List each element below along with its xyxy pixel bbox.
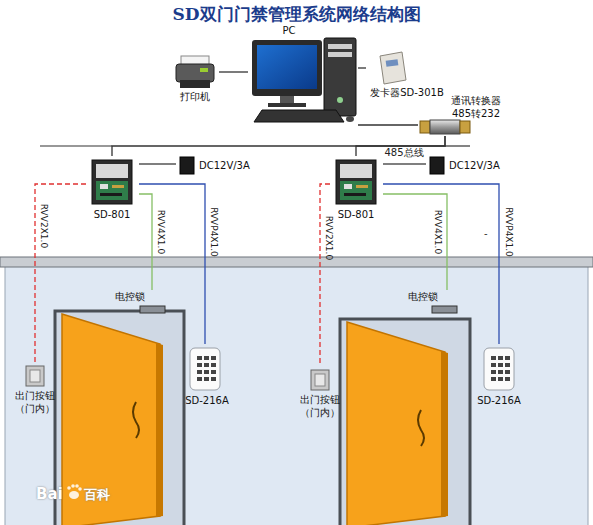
lock-icon — [140, 306, 165, 313]
watermark: 百科 — [84, 486, 110, 504]
device-box: 打印机 — [172, 54, 219, 104]
cable-label: RVV2X1.0 — [39, 204, 49, 248]
device-label: SD-216A — [476, 394, 522, 407]
power-icon — [430, 157, 444, 174]
button-box: 出门按钮 （门内） — [9, 362, 62, 420]
exit-button-icon — [26, 366, 44, 386]
cable-line — [139, 194, 152, 290]
printer-icon — [176, 56, 214, 88]
lock-box: 电控锁 — [108, 290, 168, 316]
lock-icon — [432, 306, 457, 313]
lock-box: 电控锁 — [401, 290, 461, 316]
cable-line — [139, 163, 176, 164]
card-issuer-icon — [380, 52, 406, 84]
cable-label: RVVP4X1.0 — [504, 207, 514, 257]
reader-icon — [484, 348, 514, 390]
diagram-title: SD双门门禁管理系统网络结构图 — [0, 3, 593, 26]
device-label: PC — [248, 24, 330, 37]
device-label: 通讯转换器 485转232 — [445, 94, 507, 120]
controller-icon — [92, 160, 132, 204]
device-label: 发卡器SD-301B — [366, 86, 448, 99]
bus-line — [445, 145, 470, 146]
device-label: 出门按钮 （门内） — [294, 393, 346, 419]
power-box: DC12V/3A — [426, 154, 507, 176]
reader-box: SD-216A — [184, 344, 231, 408]
watermark-logo — [67, 484, 82, 499]
cable-line — [358, 124, 418, 125]
reader-box: SD-216A — [476, 344, 523, 408]
device-label: 打印机 — [172, 90, 218, 103]
device-label: DC12V/3A — [449, 159, 506, 172]
button-box: 出门按钮 （门内） — [294, 366, 347, 424]
cable-label: RVV4X1.0 — [156, 210, 166, 254]
bus-line — [40, 145, 112, 146]
reader-icon — [190, 348, 220, 390]
cable-line — [139, 184, 205, 344]
device-box: 通讯转换器 485转232 — [418, 94, 508, 136]
cable-line — [358, 67, 366, 68]
wall — [0, 257, 593, 267]
stray-mark: - — [484, 228, 488, 239]
door — [55, 311, 184, 525]
power-box: DC12V/3A — [176, 154, 257, 176]
cable-line — [219, 71, 248, 72]
device-label: SD-801 — [330, 208, 382, 221]
cable-line — [320, 184, 330, 366]
cable-label: RVV2X1.0 — [324, 216, 334, 260]
device-label: 电控锁 — [401, 290, 445, 303]
watermark: Bai — [36, 485, 63, 503]
controller-box: SD-801 — [86, 156, 139, 222]
device-label: SD-216A — [184, 394, 230, 407]
cable-line — [383, 184, 499, 344]
cable-line — [35, 184, 86, 362]
cable-line — [383, 194, 447, 290]
power-icon — [180, 157, 194, 174]
device-label: 电控锁 — [108, 290, 152, 303]
device-label: SD-801 — [86, 208, 138, 221]
door — [340, 319, 470, 525]
cable-line — [383, 163, 426, 164]
room — [5, 266, 588, 525]
cable-label: RVVP4X1.0 — [209, 207, 219, 257]
device-label: 出门按钮 （门内） — [9, 389, 61, 415]
device-box: 发卡器SD-301B — [366, 48, 449, 104]
device-box: PC — [248, 22, 358, 130]
cable-label: RVV4X1.0 — [433, 210, 443, 254]
exit-button-icon — [311, 370, 329, 390]
controller-icon — [336, 160, 376, 204]
converter-icon — [420, 120, 470, 134]
cable-label: 485总线 — [382, 148, 425, 158]
device-label: DC12V/3A — [199, 159, 256, 172]
controller-box: SD-801 — [330, 156, 383, 222]
pc-icon — [252, 38, 356, 122]
